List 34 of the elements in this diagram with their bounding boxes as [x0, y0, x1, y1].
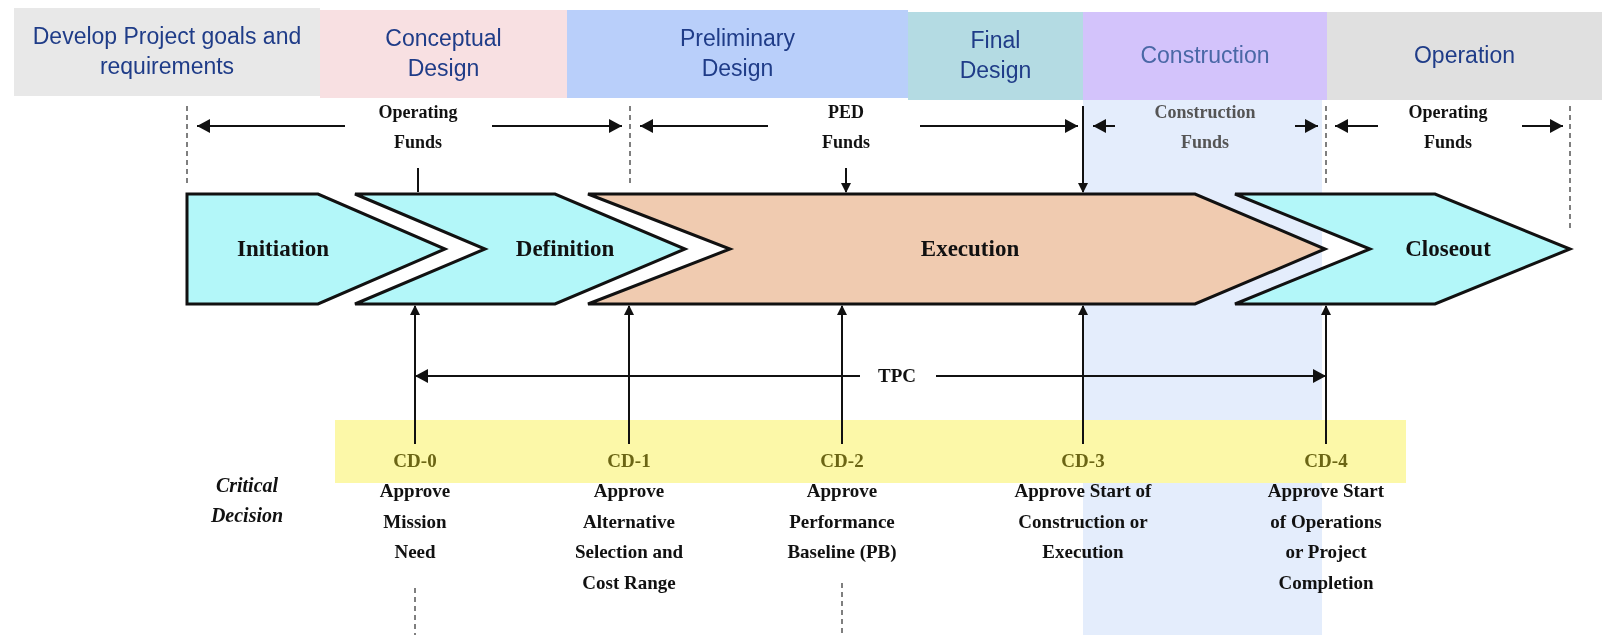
- arrow: [841, 167, 851, 193]
- arrow: [1321, 305, 1331, 445]
- phase-box: Operation: [1327, 12, 1602, 100]
- phase-label: Execution: [920, 236, 1020, 262]
- decision-description: Approve Start of Construction or Execution: [1013, 479, 1153, 564]
- phase-box: Develop Project goals and requirements: [14, 8, 320, 96]
- span-label: TPC: [877, 364, 917, 388]
- arrow: [1078, 305, 1088, 445]
- funding-label: Operating Funds: [1407, 101, 1489, 154]
- phase-box: Preliminary Design: [567, 10, 908, 98]
- arrow: [624, 305, 634, 445]
- decision-code: CD-3: [1061, 449, 1105, 473]
- phase-box: Conceptual Design: [320, 10, 567, 98]
- funding-label: Construction Funds: [1153, 101, 1257, 154]
- phase-label: Definition: [515, 236, 615, 262]
- phase-label: Closeout: [1405, 236, 1491, 262]
- decision-description: Approve Start of Operations or Project Completion: [1266, 479, 1386, 595]
- arrow: [837, 305, 847, 445]
- decision-code: CD-4: [1304, 449, 1348, 473]
- decision-description: Approve Alternative Selection and Cost Range: [573, 479, 685, 595]
- connector-line: [417, 167, 419, 193]
- row-label: Critical Decision: [209, 473, 285, 528]
- decision-description: Approve Mission Need: [378, 479, 452, 564]
- funding-label: PED Funds: [817, 97, 875, 157]
- decision-description: Approve Performance Baseline (PB): [786, 479, 898, 564]
- phase-label: Initiation: [237, 236, 329, 262]
- phase-box: Construction: [1083, 12, 1327, 100]
- decision-code: CD-2: [820, 449, 864, 473]
- decision-code: CD-1: [607, 449, 651, 473]
- decision-code: CD-0: [393, 449, 437, 473]
- arrow: [410, 305, 420, 445]
- funding-label: Operating Funds: [372, 97, 464, 157]
- arrow: [1078, 105, 1088, 193]
- phase-box: Final Design: [908, 12, 1083, 100]
